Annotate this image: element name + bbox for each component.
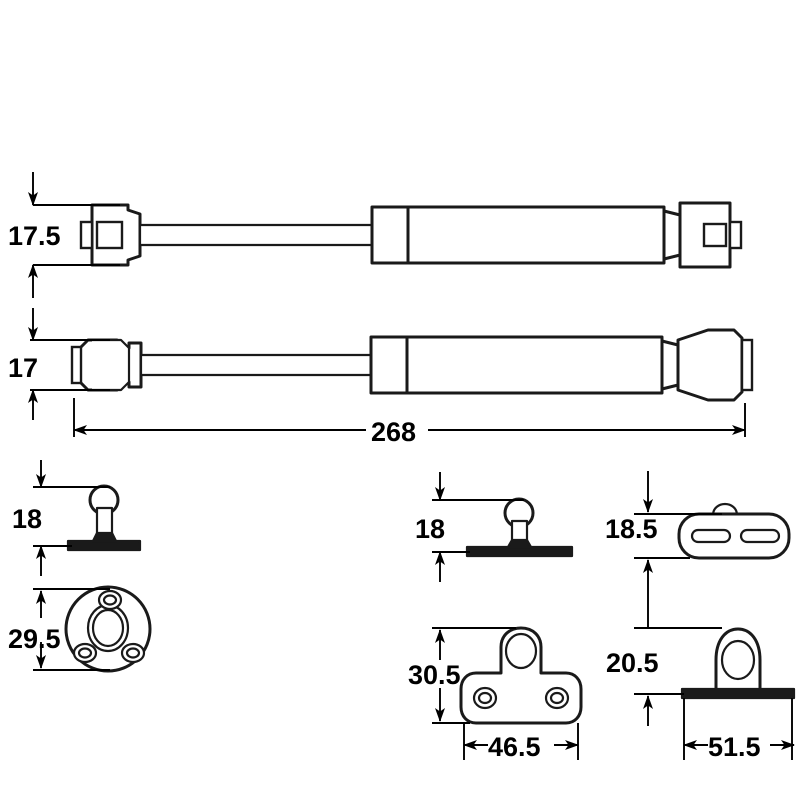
strut-top-cylinder-neck	[662, 209, 682, 261]
dim-label-20p5: 20.5	[606, 648, 659, 678]
strut-bottom-cylinder-body	[405, 335, 664, 395]
slotted-bracket-top-boss	[711, 502, 739, 517]
round-bracket-base-plate	[66, 539, 142, 552]
round-bracket-stem-fillet	[91, 531, 118, 543]
strut-top-cylinder-collar	[370, 205, 412, 265]
dim-label-268: 268	[371, 417, 416, 447]
strut-bottom-piston-rod	[139, 353, 373, 377]
dim-label-46p5: 46.5	[488, 732, 541, 762]
strut-top-cylinder-body	[406, 205, 666, 265]
dim-label-18-tee: 18	[415, 514, 445, 544]
strut-bottom-cylinder-collar	[369, 335, 411, 395]
dim-label-51p5: 51.5	[708, 732, 761, 762]
strut-bottom-cylinder-neck	[660, 339, 680, 391]
round-bracket-screw-hole-top-inner	[102, 594, 118, 606]
dim-label-17: 17	[8, 353, 38, 383]
dim-label-18p5: 18.5	[605, 514, 658, 544]
dim-label-18-round: 18	[12, 504, 42, 534]
strut-bottom-right-end-body	[676, 328, 744, 402]
tee-bracket-stem-fillet	[506, 538, 533, 549]
strut-top-left-end-tab	[79, 220, 94, 250]
slotted-bracket-slot-left	[690, 528, 732, 544]
strut-top-right-end-hole	[702, 222, 728, 248]
dim-label-17p5: 17.5	[8, 221, 61, 251]
strut-bottom-right-end-tab	[740, 338, 754, 392]
tee-bracket-base-plate	[465, 545, 574, 558]
dim-label-30p5: 30.5	[408, 660, 461, 690]
view-tee-bracket: 18 30.5 46.5	[408, 472, 583, 762]
tee-bracket-screw-hole-right-inner	[549, 691, 565, 705]
view-slotted-bracket: 18.5 20.5 51.5	[605, 471, 796, 762]
tee-bracket-clevis-hole	[504, 632, 538, 670]
slotted-bracket-clevis-hole	[720, 639, 756, 681]
round-bracket-screw-hole-left-inner	[77, 647, 93, 659]
view-round-bracket: 18 29.5	[8, 460, 152, 673]
strut-top-piston-rod	[138, 223, 374, 247]
slotted-bracket-slot-right	[739, 528, 781, 544]
strut-bottom-left-end-chamfer	[90, 338, 131, 392]
view-strut-compressed: 17 268	[8, 308, 754, 447]
view-strut-extended: 17.5	[8, 172, 743, 298]
dim-label-29p5: 29.5	[8, 624, 61, 654]
strut-top-left-end-hole	[95, 220, 124, 250]
strut-top-right-end-tab	[728, 220, 743, 250]
strut-bottom-left-end-tab	[70, 345, 83, 385]
round-bracket-center-bore-inner	[91, 608, 125, 648]
round-bracket-screw-hole-right-inner	[125, 647, 141, 659]
slotted-bracket-base-plate	[680, 687, 796, 700]
slotted-bracket-plate-plan	[677, 512, 791, 560]
tee-bracket-screw-hole-left-inner	[477, 691, 493, 705]
